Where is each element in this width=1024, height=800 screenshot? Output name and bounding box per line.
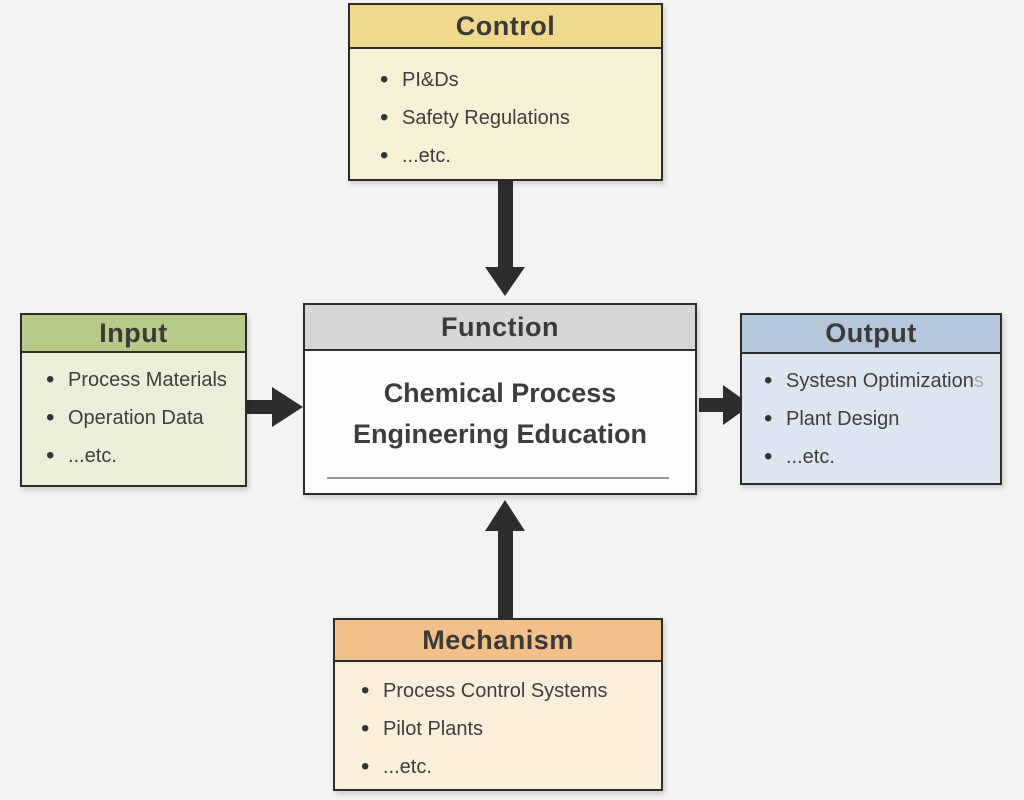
arrow-mechanism-to-function: [485, 500, 525, 619]
input-box-title: Input: [22, 315, 245, 353]
output-box-title: Output: [742, 315, 1000, 354]
function-box-title: Function: [305, 305, 695, 351]
output-box-items: Systesn Optimizations Plant Design ...et…: [742, 354, 1000, 476]
list-item: ...etc.: [361, 748, 653, 786]
list-item: PI&Ds: [380, 61, 653, 99]
function-box-content: Chemical Process Engineering Education: [352, 378, 648, 449]
list-item-label: Systesn Optimization: [786, 370, 974, 392]
list-item: ...etc.: [764, 438, 992, 476]
control-box-title: Control: [350, 5, 661, 49]
list-item: Systesn Optimizations: [764, 362, 992, 400]
control-box-items: PI&Ds Safety Regulations ...etc.: [350, 49, 661, 175]
list-item: Safety Regulations: [380, 99, 653, 137]
output-box: Output Systesn Optimizations Plant Desig…: [740, 313, 1002, 485]
list-item: Pilot Plants: [361, 710, 653, 748]
mechanism-box-title: Mechanism: [335, 620, 661, 662]
list-item-label: Pilot Plants: [383, 718, 484, 740]
list-item: ...etc.: [380, 137, 653, 175]
arrow-control-to-function: [485, 181, 525, 296]
arrow-input-to-function: [246, 387, 303, 427]
list-item: Plant Design: [764, 400, 992, 438]
list-item: ...etc.: [46, 437, 237, 475]
faded-suffix: s: [973, 370, 984, 392]
list-item-label: Plant Design: [786, 408, 900, 430]
list-item: Operation Data: [46, 399, 237, 437]
input-box: Input Process Materials Operation Data .…: [20, 313, 247, 487]
function-underline: [327, 477, 669, 479]
control-box: Control PI&Ds Safety Regulations ...etc.: [348, 3, 663, 181]
list-item-label: Process Materials: [68, 369, 227, 391]
list-item: Process Materials: [46, 361, 237, 399]
function-box: Function Chemical Process Engineering Ed…: [303, 303, 697, 495]
list-item: Process Control Systems: [361, 672, 653, 710]
list-item-label: ...etc.: [786, 446, 835, 468]
list-item-label: Safety Regulations: [402, 107, 570, 129]
list-item-label: ...etc.: [383, 756, 432, 778]
list-item-label: PI&Ds: [402, 69, 459, 91]
mechanism-box-items: Process Control Systems Pilot Plants ...…: [335, 662, 661, 786]
input-box-items: Process Materials Operation Data ...etc.: [22, 353, 245, 475]
list-item-label: Operation Data: [68, 407, 204, 429]
list-item-label: ...etc.: [68, 445, 117, 467]
mechanism-box: Mechanism Process Control Systems Pilot …: [333, 618, 663, 791]
list-item-label: ...etc.: [402, 145, 451, 167]
list-item-label: Process Control Systems: [383, 680, 608, 702]
